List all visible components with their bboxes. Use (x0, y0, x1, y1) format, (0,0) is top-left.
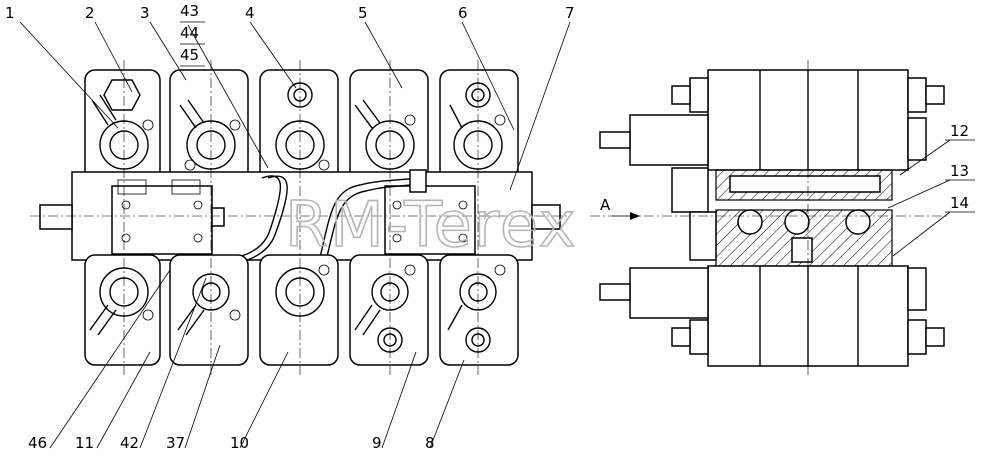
callout-42: 42 (120, 434, 139, 452)
callout-2: 2 (85, 4, 95, 22)
callout-4: 4 (245, 4, 255, 22)
upper-sections (84, 69, 519, 181)
callout-14: 14 (950, 194, 969, 212)
callout-11: 11 (75, 434, 94, 452)
view-letter-label: A (600, 196, 611, 214)
callout-13: 13 (950, 162, 969, 180)
callout-7: 7 (565, 4, 575, 22)
leader-lines (19, 21, 951, 449)
callout-45: 45 (180, 46, 199, 64)
callout-8: 8 (425, 434, 435, 452)
callout-labels: 1 2 3 43 44 45 4 5 6 7 46 11 42 37 10 9 … (5, 2, 969, 452)
callout-9: 9 (372, 434, 382, 452)
callout-3: 3 (140, 4, 150, 22)
lower-sections (84, 254, 519, 366)
watermark-text: RM-Terex (285, 188, 578, 261)
callout-37: 37 (166, 434, 185, 452)
callout-underlines (180, 21, 975, 213)
callout-10: 10 (230, 434, 249, 452)
callout-44: 44 (180, 24, 199, 42)
side-view: A (590, 60, 950, 375)
callout-5: 5 (358, 4, 368, 22)
callout-1: 1 (5, 4, 15, 22)
callout-43: 43 (180, 2, 199, 20)
front-view (30, 60, 570, 375)
callout-6: 6 (458, 4, 468, 22)
callout-12: 12 (950, 122, 969, 140)
callout-46: 46 (28, 434, 47, 452)
